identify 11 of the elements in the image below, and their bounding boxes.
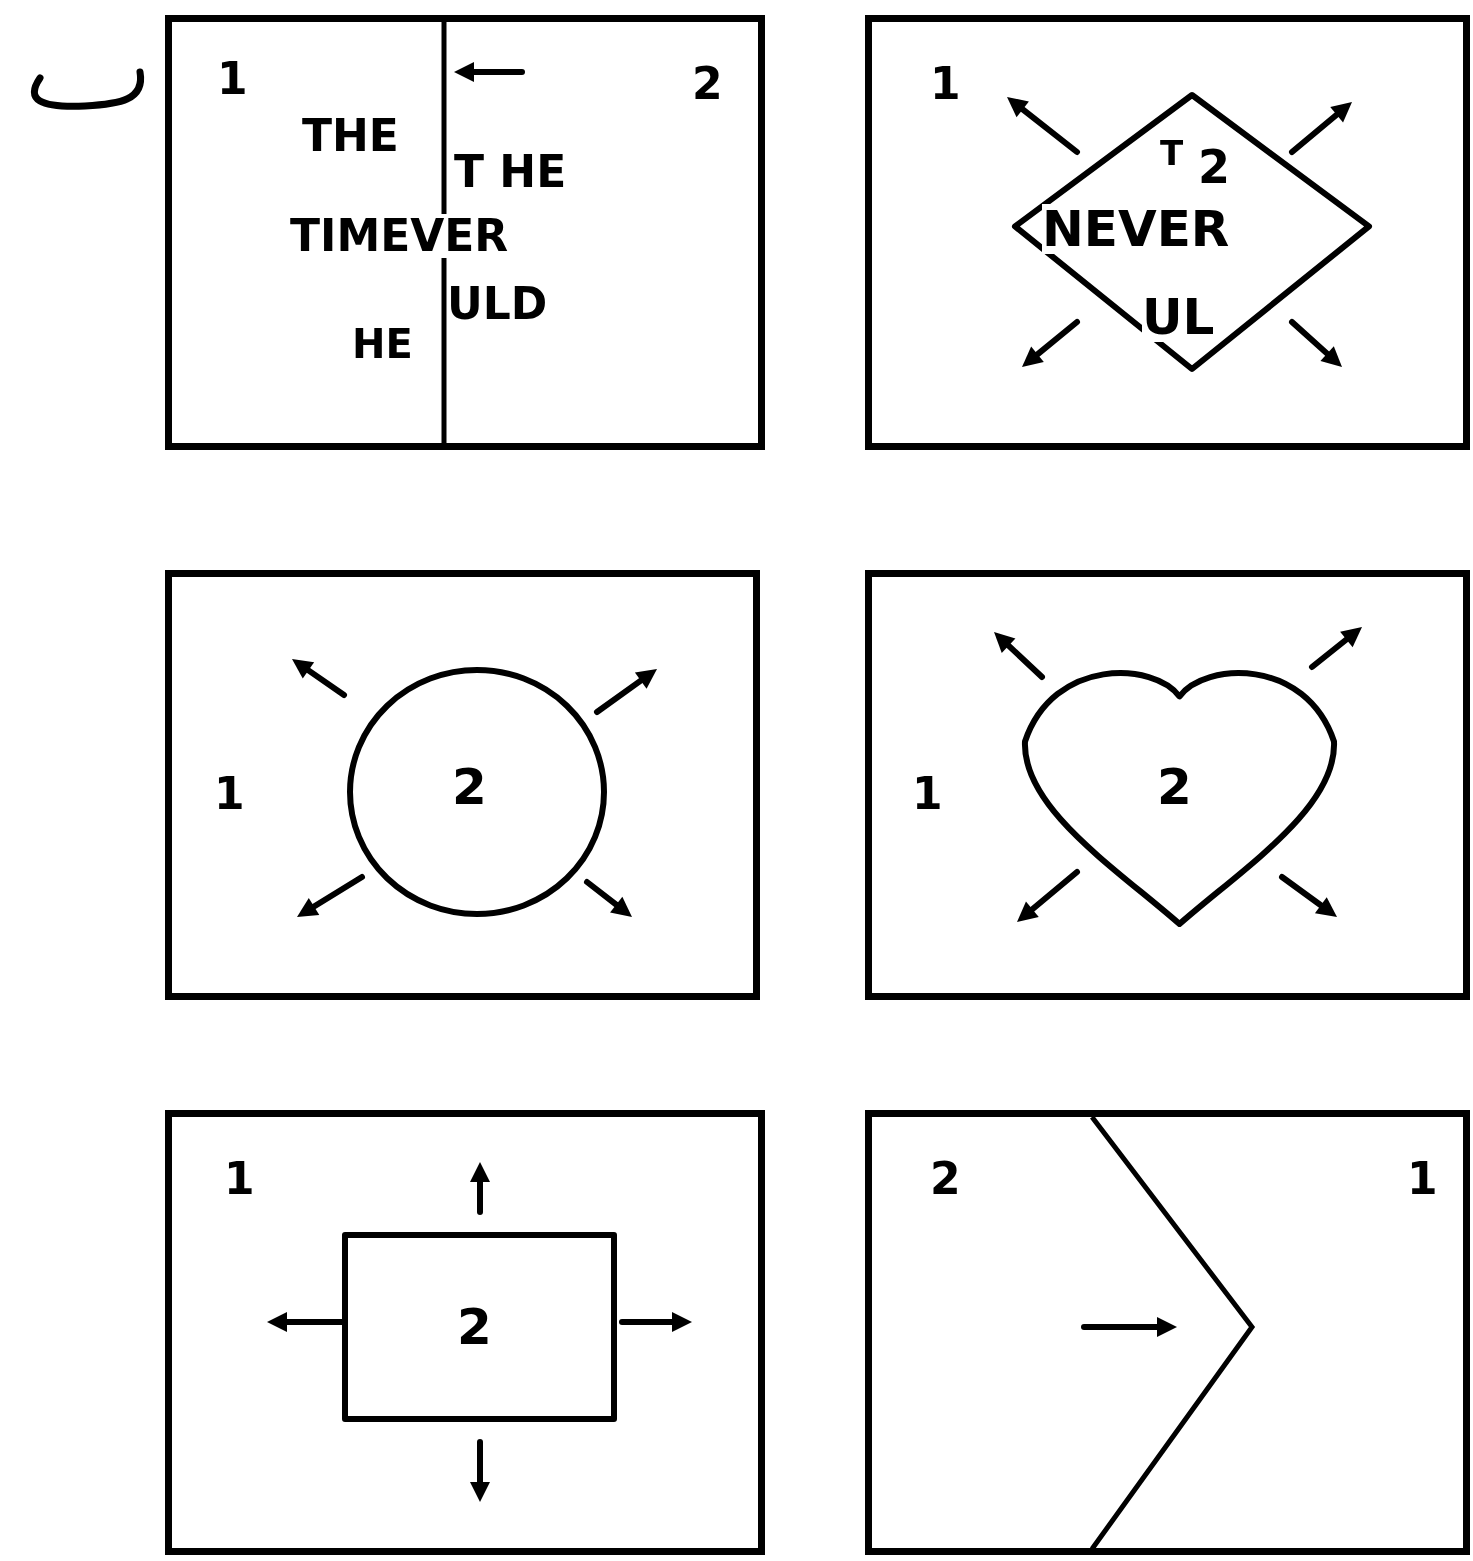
screen-frame — [865, 1110, 1470, 1555]
screen-frame — [865, 15, 1470, 450]
screen-frame — [165, 15, 765, 450]
overlay-text: NEVER — [1042, 204, 1230, 254]
overlay-text: TIMEVER — [290, 214, 509, 258]
circle-shape — [347, 667, 607, 917]
screen-frame — [865, 570, 1470, 1000]
screen-frame — [165, 570, 760, 1000]
diamond-shape — [1012, 92, 1372, 372]
screen-frame — [165, 1110, 765, 1555]
inner-frame — [342, 1232, 617, 1422]
